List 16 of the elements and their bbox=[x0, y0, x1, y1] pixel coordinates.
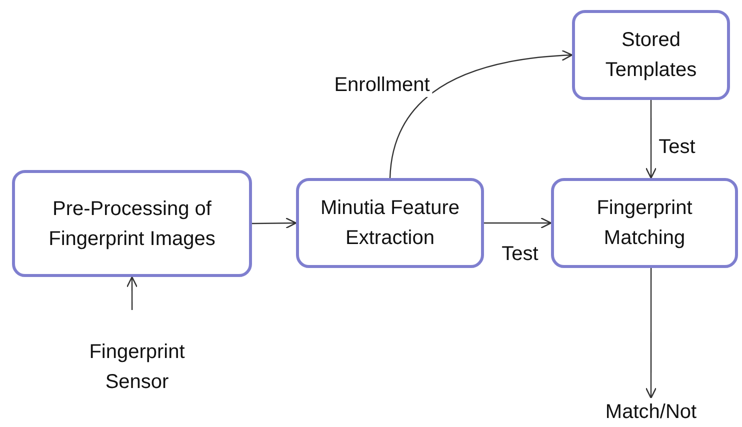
process-box bbox=[551, 178, 738, 268]
box-label: Pre-Processing of Fingerprint Images bbox=[48, 196, 216, 252]
arrow bbox=[389, 50, 573, 178]
box-label: Fingerprint Matching bbox=[596, 196, 694, 251]
box-label: Stored Templates bbox=[604, 28, 698, 83]
node-label: Fingerprint Sensor bbox=[88, 340, 186, 395]
box-label: Minutia Feature Extraction bbox=[320, 196, 460, 251]
arrow bbox=[645, 268, 657, 399]
arrow bbox=[645, 100, 657, 179]
arrow bbox=[252, 217, 297, 229]
process-box bbox=[12, 170, 252, 277]
process-box bbox=[572, 10, 730, 100]
process-box bbox=[296, 178, 484, 268]
arrow bbox=[484, 217, 552, 229]
node-label: Match/Not bbox=[605, 400, 697, 425]
arrow bbox=[126, 276, 138, 310]
